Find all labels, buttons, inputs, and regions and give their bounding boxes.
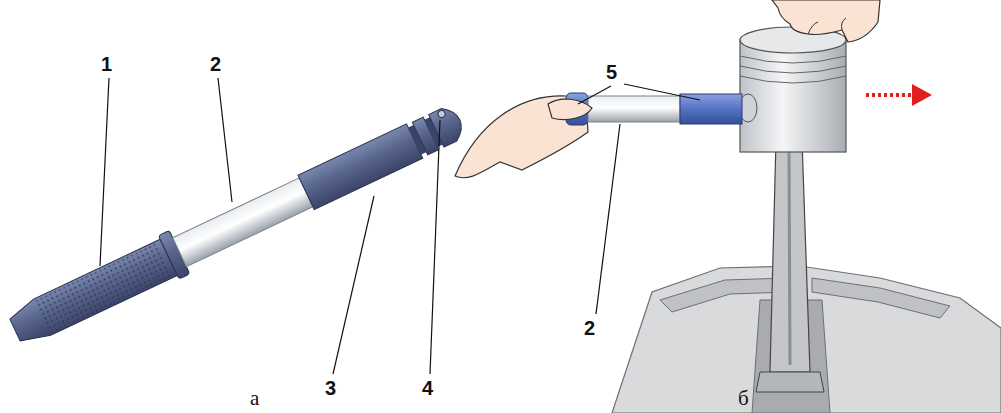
callout-number: 1 — [101, 54, 112, 74]
tool-in-use — [548, 93, 742, 125]
figure-label: а — [250, 388, 259, 409]
leader-lines — [578, 84, 700, 314]
callout-number: 5 — [606, 62, 617, 82]
connecting-rod — [756, 140, 824, 392]
hand-top — [772, 0, 880, 42]
callout-number: 4 — [422, 378, 433, 398]
figure-label: б — [738, 388, 749, 409]
callout-number: 2 — [210, 54, 221, 74]
puller-tool — [5, 98, 470, 352]
direction-arrow — [866, 84, 932, 106]
callout-number: 3 — [325, 378, 336, 398]
piston — [739, 27, 846, 152]
callout-number: 2 — [584, 318, 595, 338]
leader-lines — [100, 78, 440, 374]
